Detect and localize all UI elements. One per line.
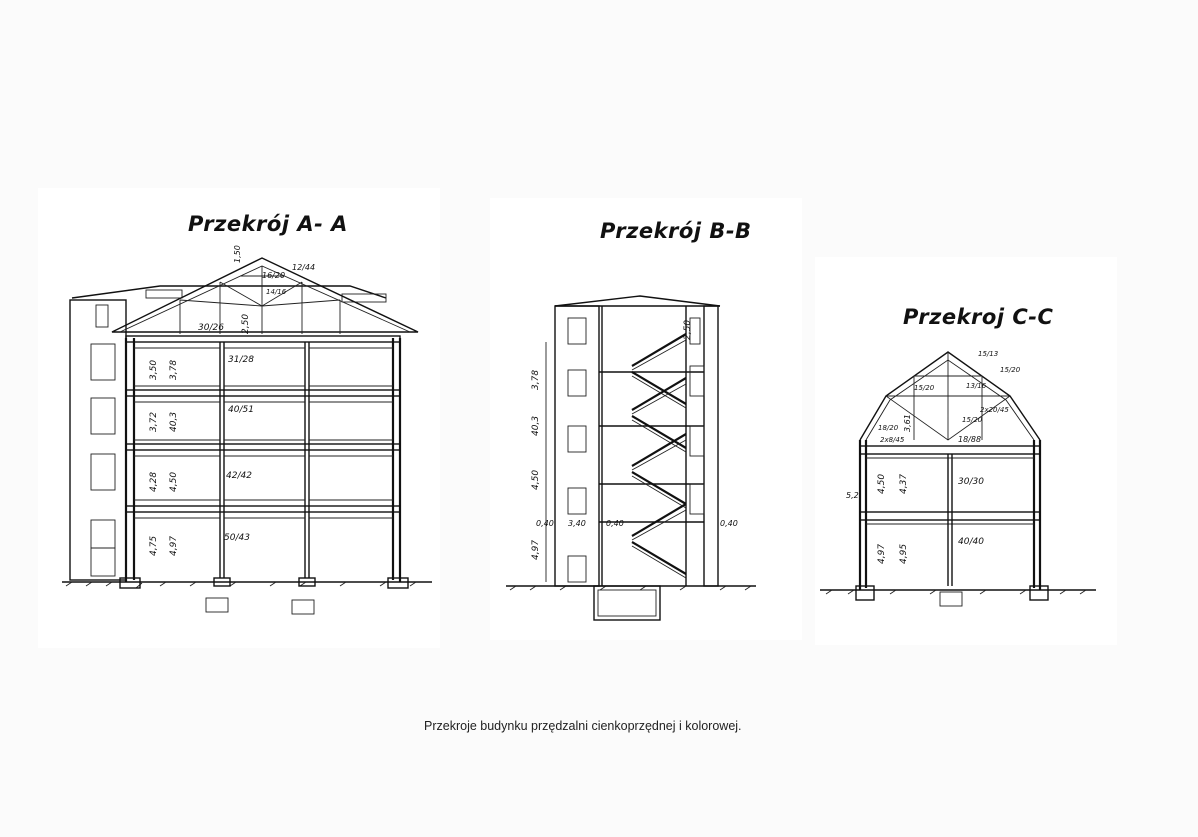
dim-a-floor-h3: 4,28 <box>149 472 159 492</box>
section-a-labels: 1,50 12/44 16/20 14/16 30/26 2,50 31/28 … <box>149 245 315 556</box>
section-a-title: Przekrój A- A <box>188 212 348 236</box>
dim-a-beam-3: 42/42 <box>226 471 252 481</box>
dim-b-h1: 3,78 <box>531 370 541 390</box>
dim-c-beam-1: 30/30 <box>958 477 984 487</box>
dim-a-beam-4: 50/43 <box>224 533 250 543</box>
dim-b-w4: 0,40 <box>720 519 738 528</box>
dim-b-w1: 0,40 <box>536 519 554 528</box>
section-b-panel <box>490 198 802 640</box>
dim-c-h2b: 4,95 <box>899 544 909 564</box>
section-a-drawing <box>62 257 432 615</box>
dim-c-r1: 15/13 <box>978 350 998 358</box>
section-c-title: Przekroj C-C <box>903 305 1054 329</box>
dim-a-floor-h1b: 3,78 <box>169 360 179 380</box>
dim-b-w3: 0,40 <box>606 519 624 528</box>
dim-c-h1: 4,50 <box>877 474 887 494</box>
section-b-labels: 2,50 3,78 40,3 4,50 4,97 0,40 3,40 0,40 … <box>531 320 738 560</box>
dim-c-roof-h: 3,61 <box>903 414 912 432</box>
dim-c-r5: 2x20/45 <box>980 406 1009 414</box>
section-b-drawing <box>506 295 756 621</box>
dim-a-floor-h1: 3,50 <box>149 360 159 380</box>
dim-c-h1b: 4,37 <box>899 474 909 494</box>
dim-b-h4: 4,97 <box>531 540 541 560</box>
dim-a-ridge-beam: 16/20 <box>262 271 285 280</box>
dim-a-beam-1: 31/28 <box>228 355 254 365</box>
dim-a-rafter: 12/44 <box>292 263 315 272</box>
dim-c-r3: 15/20 <box>914 384 935 392</box>
dim-c-r6: 15/20 <box>962 416 983 424</box>
section-b-title: Przekrój B-B <box>600 219 752 243</box>
dim-a-beam-2: 40/51 <box>228 405 254 415</box>
dim-a-floor-h2: 3,72 <box>149 412 159 432</box>
dim-c-r8: 2x8/45 <box>880 436 905 444</box>
dim-b-w2: 3,40 <box>568 519 586 528</box>
dim-a-attic-height: 2,50 <box>241 314 251 334</box>
dim-c-h2: 4,97 <box>877 544 887 564</box>
dim-c-r2: 15/20 <box>1000 366 1021 374</box>
dim-a-attic-beam: 30/26 <box>198 323 224 333</box>
figure-caption: Przekroje budynku przędzalni cienkoprzęd… <box>424 719 742 733</box>
dim-a-floor-h2b: 40,3 <box>169 412 179 432</box>
dim-a-collar: 14/16 <box>266 288 287 296</box>
dim-c-r4: 13/16 <box>966 382 987 390</box>
dim-b-top: 2,50 <box>683 320 693 340</box>
dim-c-beam-2: 40/40 <box>958 537 984 547</box>
section-c-drawing <box>820 351 1096 607</box>
dim-c-r9: 18/88 <box>958 435 981 444</box>
section-c-labels: 15/13 15/20 15/20 13/16 2x20/45 15/20 18… <box>846 350 1021 564</box>
dim-a-floor-h4: 4,75 <box>149 536 159 556</box>
dim-b-h3: 4,50 <box>531 470 541 490</box>
dim-c-r7: 18/20 <box>878 424 899 432</box>
dim-a-roof-top: 1,50 <box>233 245 242 263</box>
dim-a-floor-h4b: 4,97 <box>169 536 179 556</box>
dim-b-h2: 40,3 <box>531 416 541 436</box>
dim-a-floor-h3b: 4,50 <box>169 472 179 492</box>
dim-c-side: 5,2 <box>846 491 859 500</box>
section-a-panel <box>38 188 440 648</box>
